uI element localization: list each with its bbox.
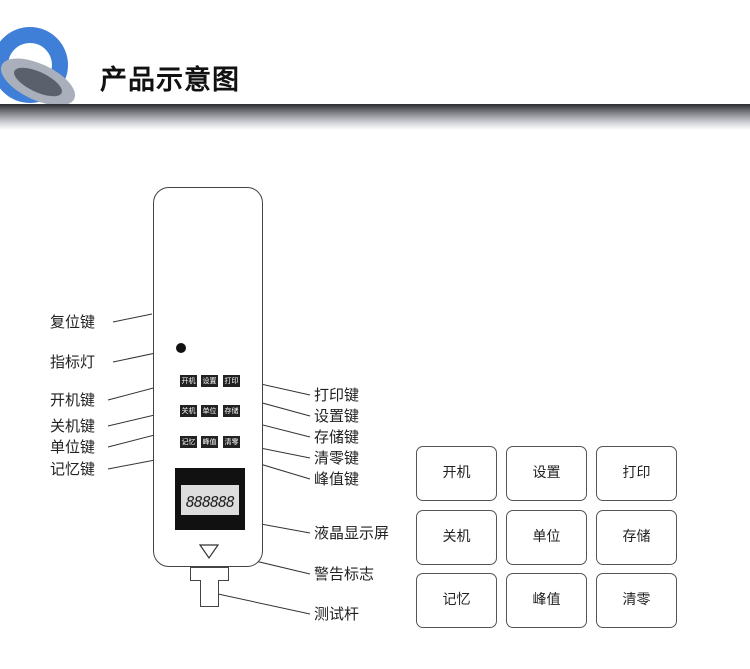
- lcd-screen: 888888: [175, 468, 245, 530]
- callout-settings-key: 设置键: [314, 407, 360, 425]
- device-key-zero: 清零: [223, 436, 240, 448]
- callout-power-on-key: 开机键: [50, 391, 96, 409]
- device-key-unit: 单位: [201, 405, 218, 417]
- page-title: 产品示意图: [100, 65, 240, 96]
- button-settings[interactable]: 设置: [506, 446, 587, 501]
- device-key-settings: 设置: [201, 375, 218, 387]
- button-memory[interactable]: 记忆: [416, 573, 497, 628]
- warning-triangle-icon: [198, 544, 220, 560]
- device-key-store: 存储: [223, 405, 240, 417]
- button-store[interactable]: 存储: [596, 510, 677, 565]
- button-peak[interactable]: 峰值: [506, 573, 587, 628]
- callout-test-rod: 测试杆: [314, 605, 360, 623]
- button-unit[interactable]: 单位: [506, 510, 587, 565]
- button-print[interactable]: 打印: [596, 446, 677, 501]
- callout-unit-key: 单位键: [50, 438, 96, 456]
- test-rod: [200, 580, 219, 607]
- header-divider: [0, 104, 750, 130]
- callout-power-off-key: 关机键: [50, 417, 96, 435]
- device-key-memory: 记忆: [180, 436, 197, 448]
- button-zero[interactable]: 清零: [596, 573, 677, 628]
- callout-zero-key: 清零键: [314, 449, 360, 467]
- callout-memory-key: 记忆键: [50, 460, 96, 478]
- callout-reset-key: 复位键: [50, 313, 96, 331]
- callout-lcd: 液晶显示屏: [314, 524, 390, 542]
- device-key-print: 打印: [223, 375, 240, 387]
- device-key-peak: 峰值: [201, 436, 218, 448]
- indicator-light: [176, 343, 186, 353]
- callout-warning-sign: 警告标志: [314, 565, 375, 583]
- callout-store-key: 存储键: [314, 428, 360, 446]
- button-power-on[interactable]: 开机: [416, 446, 497, 501]
- callout-print-key: 打印键: [314, 386, 360, 404]
- button-power-off[interactable]: 关机: [416, 510, 497, 565]
- probe-collar: [190, 567, 229, 581]
- callout-peak-key: 峰值键: [314, 470, 360, 488]
- lcd-readout: 888888: [181, 485, 239, 515]
- callout-indicator-light: 指标灯: [50, 353, 96, 371]
- device-key-power-on: 开机: [180, 375, 197, 387]
- gear-logo-icon: [0, 27, 76, 105]
- device-key-power-off: 关机: [180, 405, 197, 417]
